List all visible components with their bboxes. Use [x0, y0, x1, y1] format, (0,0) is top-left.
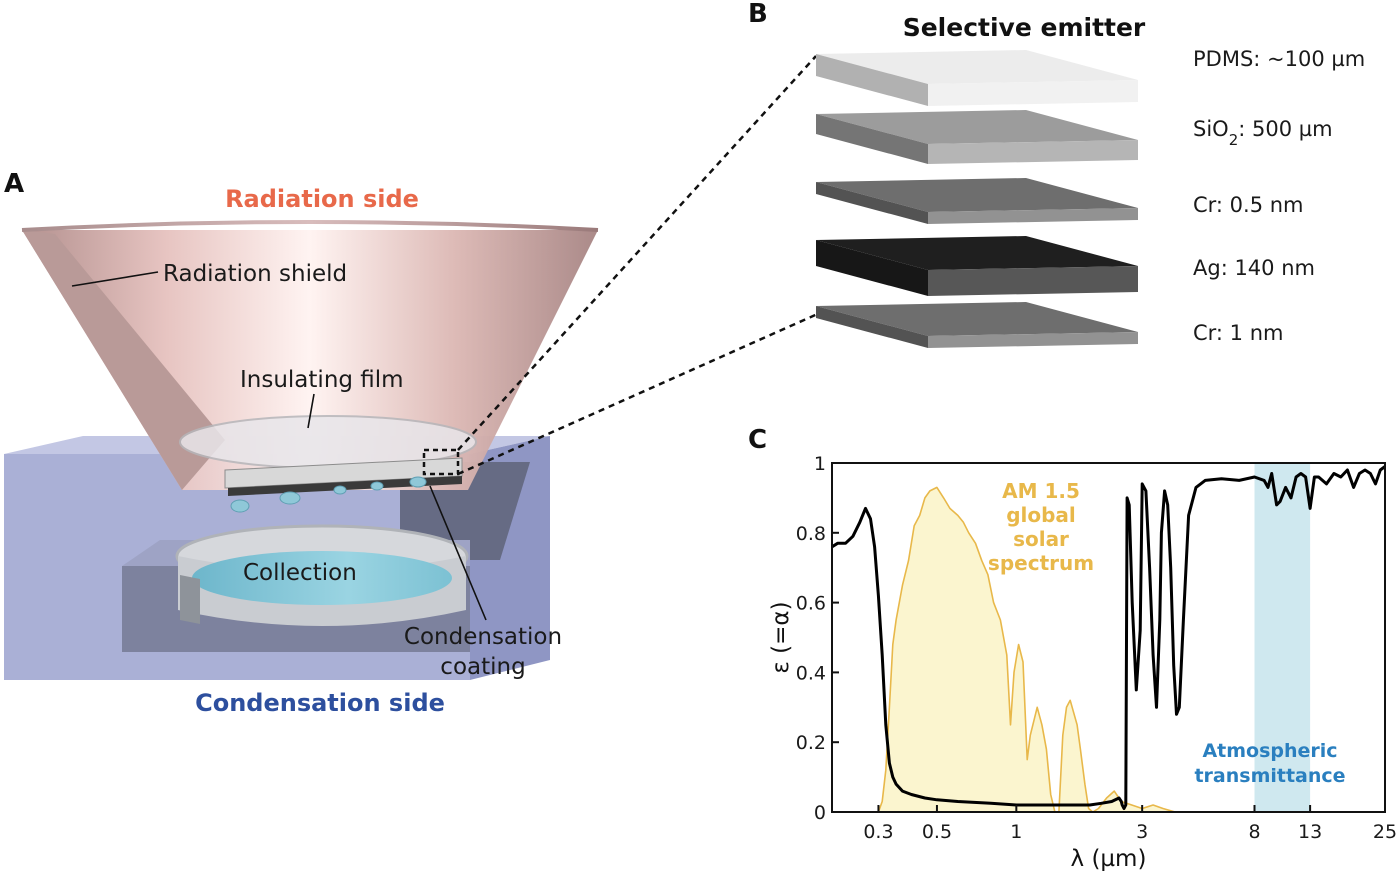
panel-b: B Selective emitter PDMS: ~100 µm SiO2: 5…: [748, 0, 1365, 348]
radiation-shield-wall: [22, 230, 225, 490]
solar-spectrum-label: global: [1006, 503, 1076, 527]
panel-b-title: Selective emitter: [903, 13, 1146, 42]
layer-side-face: [928, 80, 1138, 106]
zoom-box: [422, 448, 460, 476]
radiation-side-label: Radiation side: [225, 185, 419, 213]
x-tick-label: 13: [1298, 821, 1322, 843]
layer-label-main: Ag: 140 nm: [1193, 256, 1315, 280]
condensation-coating-label-line2: coating: [440, 654, 525, 680]
y-tick-label: 0.2: [796, 732, 826, 754]
x-tick-label: 8: [1248, 821, 1260, 843]
layer-top-face: [816, 302, 1138, 336]
atmospheric-transmittance-label: transmittance: [1194, 765, 1345, 787]
emitter-stack-dark: [228, 476, 462, 496]
panel-a-letter: A: [4, 169, 24, 199]
insulating-film-leader: [307, 393, 315, 429]
layer-top-face: [816, 50, 1138, 84]
layer-label-subscript: 2: [1229, 131, 1239, 149]
atmospheric-transmittance-label: Atmospheric: [1202, 740, 1337, 762]
y-tick-label: 0.4: [796, 662, 826, 684]
layer-label: PDMS: ~100 µm: [1193, 47, 1365, 71]
atmospheric-window-band: [1254, 463, 1311, 812]
droplet: [409, 476, 427, 488]
collection-dish-wall: [180, 575, 200, 624]
plot-frame: [831, 462, 1386, 813]
x-axis-label: λ (µm): [1071, 846, 1147, 872]
collection-water: [192, 551, 452, 605]
condensation-coating-leader: [429, 485, 487, 621]
droplet: [230, 499, 250, 513]
y-tick-label: 0.8: [796, 523, 826, 545]
solar-spectrum-label: solar: [1013, 527, 1069, 551]
layer-label: Ag: 140 nm: [1193, 256, 1315, 280]
layer-front-face: [816, 240, 928, 296]
radiation-shield-leader: [71, 271, 159, 287]
layer-front-face: [816, 182, 928, 224]
layer-side-face: [928, 332, 1138, 348]
layer-label-main: SiO: [1193, 117, 1229, 141]
condensation-coating-label-line1: Condensation: [404, 624, 562, 650]
solar-spectrum-label: AM 1.5: [1002, 479, 1080, 503]
x-tick-label: 3: [1136, 821, 1148, 843]
y-tick-label: 0.6: [796, 593, 826, 615]
insulating-film-label: Insulating film: [240, 367, 404, 393]
layer-front-face: [816, 54, 928, 106]
x-tick-label: 1: [1010, 821, 1022, 843]
radiation-shield-label: Radiation shield: [163, 261, 347, 287]
emissivity-line: [831, 465, 1386, 810]
layer-front-face: [816, 114, 928, 164]
solar-spectrum-fill: [878, 487, 1176, 812]
layer-front-face: [816, 306, 928, 348]
layer-top-face: [816, 178, 1138, 212]
droplet: [370, 481, 384, 491]
solar-spectrum-label: spectrum: [988, 551, 1094, 575]
y-tick-label: 1: [814, 453, 826, 475]
condensation-side-label: Condensation side: [195, 689, 445, 717]
y-axis-label: ε (=α): [768, 601, 794, 673]
layer-side-face: [928, 140, 1138, 164]
x-tick-label: 0.3: [863, 821, 893, 843]
x-tick-label: 25: [1373, 821, 1397, 843]
layer-side-face: [928, 266, 1138, 296]
layer-label-suffix: : 500 µm: [1238, 117, 1332, 141]
zoom-connector-bottom: [457, 310, 823, 476]
y-tick-label: 0: [814, 802, 826, 824]
zoom-connector-top: [457, 55, 817, 451]
layer-label-main: Cr: 1 nm: [1193, 321, 1283, 345]
layer-side-face: [928, 208, 1138, 224]
x-tick-label: 0.5: [922, 821, 952, 843]
layer-label: SiO2: 500 µm: [1193, 117, 1333, 149]
panel-c-letter: C: [748, 425, 767, 455]
droplet: [279, 491, 301, 505]
droplet: [333, 485, 347, 495]
layer-top-face: [816, 110, 1138, 144]
panel-a: A Radiation side: [4, 169, 599, 717]
radiation-shield-rim: [21, 220, 599, 232]
layer-label-main: Cr: 0.5 nm: [1193, 193, 1304, 217]
solar-spectrum-line: [877, 486, 1176, 813]
panel-b-letter: B: [748, 0, 768, 29]
layer-label: Cr: 1 nm: [1193, 321, 1283, 345]
layer-top-face: [816, 236, 1138, 270]
collection-label: Collection: [243, 560, 357, 586]
layer-stack: PDMS: ~100 µm SiO2: 500 µm Cr: 0.5 nm Ag: 1…: [816, 47, 1365, 348]
layer-label: Cr: 0.5 nm: [1193, 193, 1304, 217]
layer-label-main: PDMS: ~100 µm: [1193, 47, 1365, 71]
